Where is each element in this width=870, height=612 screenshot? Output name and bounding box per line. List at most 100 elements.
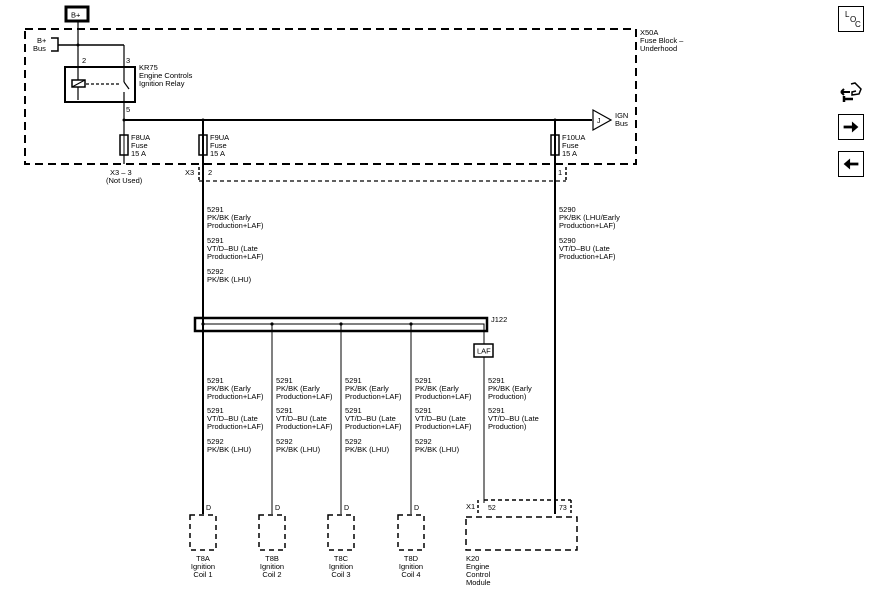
location-icon: L xyxy=(845,10,850,19)
previous-page-button[interactable] xyxy=(838,151,864,177)
ecm-wire-labels: 5291 PK/BK (Early Production) 5291 VT/D–… xyxy=(488,376,539,431)
coil-box xyxy=(397,514,425,551)
coil-box xyxy=(258,514,286,551)
fuse-label: Fuse xyxy=(131,141,148,150)
coil-label: T8A xyxy=(196,554,210,563)
hand-point-button[interactable] xyxy=(838,80,864,106)
wire-circuit: 5292 xyxy=(415,437,432,446)
coil-label: T8B xyxy=(265,554,279,563)
wire-color: PK/BK (LHU) xyxy=(345,445,390,454)
ecm-pin-73: 73 xyxy=(559,505,567,512)
wire-option: Production) xyxy=(488,422,527,431)
wire-circuit: 5290 xyxy=(559,236,576,245)
wire-option: Production+LAF) xyxy=(415,422,472,431)
wire-color: PK/BK (Early xyxy=(276,384,320,393)
wire-circuit: 5291 xyxy=(415,376,432,385)
relay-id: KR75 xyxy=(139,63,158,72)
laf-tag-label: LAF xyxy=(477,347,491,356)
ecm-name-3: Module xyxy=(466,578,491,587)
location-icon-o: O xyxy=(850,15,857,24)
wire-circuit: 5291 xyxy=(276,406,293,415)
ign-bus-connector-label: J xyxy=(597,118,601,125)
wire-color: VT/D–BU (Late xyxy=(559,244,610,253)
relay-switch-icon xyxy=(123,81,130,90)
coil-box xyxy=(189,514,217,551)
wire-color: VT/D–BU (Late xyxy=(207,414,258,423)
wire-circuit: 5291 xyxy=(276,376,293,385)
coil-box xyxy=(327,514,355,551)
arrow-right-icon xyxy=(843,121,859,133)
wire-circuit: 5291 xyxy=(415,406,432,415)
wire-circuit: 5292 xyxy=(345,437,362,446)
fuse-block-name-1: Fuse Block – xyxy=(640,36,684,45)
x3-label: X3 xyxy=(185,168,194,177)
fuse-label: Fuse xyxy=(562,141,579,150)
location-icon-c: C xyxy=(855,20,861,29)
fuse-rating: 15 A xyxy=(562,149,577,158)
wire-circuit: 5290 xyxy=(559,205,576,214)
upper-wire-labels-left: 5291 PK/BK (Early Production+LAF) 5291 V… xyxy=(207,205,264,284)
fuse-block-name-2: Underhood xyxy=(640,44,677,53)
fuse-id: F8UA xyxy=(131,133,150,142)
coil-label: Ignition xyxy=(399,562,423,571)
splice-id: J122 xyxy=(491,315,507,324)
wire-circuit: 5291 xyxy=(207,376,224,385)
wire-circuit: 5291 xyxy=(345,376,362,385)
ecm-name-1: Engine xyxy=(466,562,489,571)
wire-color: VT/D–BU (Late xyxy=(415,414,466,423)
wire-color: PK/BK (Early xyxy=(207,384,251,393)
wire-option: Production+LAF) xyxy=(207,252,264,261)
coil-label: Coil 3 xyxy=(331,570,350,579)
wire-color: PK/BK (LHU) xyxy=(415,445,460,454)
coil-label: Ignition xyxy=(191,562,215,571)
coil-pin: D xyxy=(344,505,349,512)
upper-wire-labels-right: 5290 PK/BK (LHU/Early Production+LAF) 52… xyxy=(559,205,620,261)
coil-label: Ignition xyxy=(260,562,284,571)
fuse-id: F9UA xyxy=(210,133,229,142)
coil-label: Coil 1 xyxy=(193,570,212,579)
wire-option: Production) xyxy=(488,392,527,401)
wire-color: PK/BK (LHU/Early xyxy=(559,213,620,222)
wire-circuit: 5291 xyxy=(488,376,505,385)
fuse-rating: 15 A xyxy=(131,149,146,158)
wire-color: PK/BK (Early xyxy=(488,384,532,393)
relay-kr75: 2 3 5 KR75 Engine Controls Ignition Rela… xyxy=(64,45,193,164)
fuse-id: F10UA xyxy=(562,133,585,142)
coil-pin: D xyxy=(275,505,280,512)
wire-color: VT/D–BU (Late xyxy=(276,414,327,423)
location-button[interactable]: L O C xyxy=(838,6,864,32)
wire-option: Production+LAF) xyxy=(207,392,264,401)
wire-color: PK/BK (LHU) xyxy=(207,275,252,284)
coil-label: Ignition xyxy=(329,562,353,571)
wire-color: PK/BK (Early xyxy=(415,384,459,393)
coil-pin: D xyxy=(206,505,211,512)
x3-not-used-label: (Not Used) xyxy=(106,176,143,185)
wire-circuit: 5291 xyxy=(207,406,224,415)
ign-bus-label-1: IGN xyxy=(615,111,628,120)
ign-bus-connector: J IGN Bus xyxy=(592,108,628,132)
wire-option: Production+LAF) xyxy=(345,392,402,401)
fuse-f10ua: F10UA Fuse 15 A xyxy=(550,133,585,158)
wire-circuit: 5291 xyxy=(207,205,224,214)
wire-option: Production+LAF) xyxy=(207,221,264,230)
x3-pin-1: 1 xyxy=(558,168,562,177)
next-page-button[interactable] xyxy=(838,114,864,140)
wire-color: PK/BK (LHU) xyxy=(207,445,252,454)
ecm-k20: X1 52 73 K20 Engine Control Module xyxy=(465,499,578,587)
wire-option: Production+LAF) xyxy=(559,221,616,230)
arrow-left-icon xyxy=(843,158,859,170)
x3-pin-2: 2 xyxy=(208,168,212,177)
wire-circuit: 5292 xyxy=(207,437,224,446)
wire-circuit: 5292 xyxy=(276,437,293,446)
wire-circuit: 5291 xyxy=(488,406,505,415)
fuse-block-boundary xyxy=(24,28,637,165)
relay-pin-2: 2 xyxy=(82,56,86,65)
wire-color: PK/BK (LHU) xyxy=(276,445,321,454)
coil-label: T8C xyxy=(334,554,349,563)
ign-bus-label-2: Bus xyxy=(615,119,628,128)
fuse-rating: 15 A xyxy=(210,149,225,158)
